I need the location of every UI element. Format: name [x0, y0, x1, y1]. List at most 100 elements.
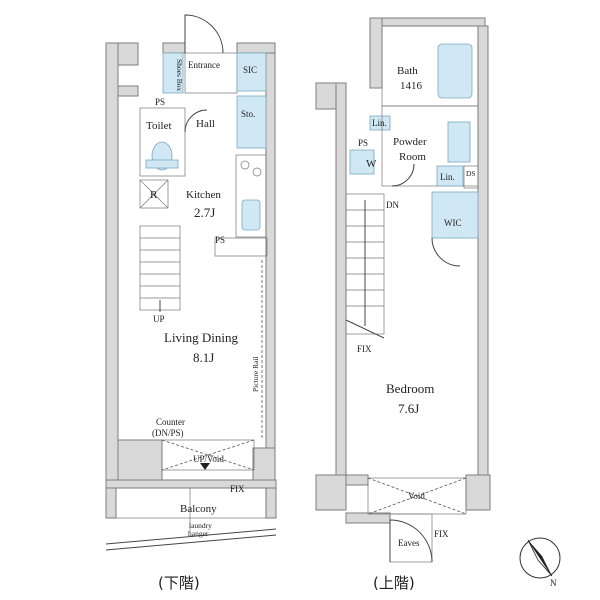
kitchen-ps-label: PS	[215, 235, 225, 245]
wall	[265, 487, 277, 519]
picture-rail-label: Picture Rail	[251, 356, 260, 392]
sto-label: Sto.	[241, 109, 255, 119]
refrigerator-label: R	[150, 189, 158, 201]
bath-size: 1416	[400, 80, 423, 92]
entrance-door	[184, 14, 224, 54]
lower-floor: Shoes Box Entrance SIC PS Toilet Hall St…	[105, 14, 277, 592]
powder-sink	[447, 121, 471, 163]
left-wall	[105, 42, 119, 489]
linen-closet	[369, 115, 391, 131]
balcony-rail	[105, 534, 277, 551]
ps-label: PS	[155, 97, 165, 107]
wall	[465, 474, 491, 511]
lin-label: Lin.	[372, 118, 387, 128]
ds-duct	[463, 165, 479, 189]
wic-label: WIC	[444, 218, 462, 228]
compass-north-label: N	[550, 578, 557, 588]
hanger-label: hanger	[188, 529, 209, 538]
bedroom-size: 7.6J	[398, 401, 419, 416]
hall-door	[184, 109, 208, 133]
powder-room	[381, 105, 479, 187]
up-label: UP	[153, 314, 165, 324]
wall	[369, 17, 486, 27]
lower-floor-caption: (下階)	[158, 574, 200, 592]
wall	[315, 474, 347, 511]
fix-eaves-label: FIX	[434, 529, 449, 539]
ps-label: PS	[358, 138, 368, 148]
stairs-lower	[139, 225, 181, 312]
kitchen-ps	[214, 237, 268, 257]
upper-floor-caption: (上階)	[373, 574, 415, 592]
wall	[315, 82, 339, 110]
toilet-tank	[145, 159, 179, 169]
refrigerator	[139, 179, 169, 209]
stairs-upper	[345, 193, 385, 339]
right-wall	[265, 52, 276, 449]
upper-floor: Bath 1416 Lin. PS Powder Room W Lin. DS …	[315, 17, 491, 592]
eaves-label: Eaves	[398, 538, 420, 548]
shoes-box	[162, 52, 184, 94]
wic-door	[431, 237, 461, 267]
entrance-label: Entrance	[188, 60, 220, 70]
wall	[345, 474, 369, 486]
up-void-label: UP/Void	[193, 454, 224, 464]
washer-label: W	[366, 158, 377, 170]
kitchen-label: Kitchen	[186, 189, 221, 201]
sic-closet	[236, 52, 267, 92]
left-wall	[335, 82, 347, 484]
shoes-box-label: Shoes Box	[175, 59, 184, 92]
wall	[369, 17, 383, 89]
kitchen-counter	[235, 154, 267, 238]
toilet-room	[139, 107, 186, 177]
powder-label: Powder	[393, 136, 427, 148]
wall	[117, 439, 163, 481]
wall	[345, 512, 391, 524]
wic-closet	[431, 191, 479, 239]
kitchen-size: 2.7J	[194, 205, 215, 220]
counter-label: Counter	[156, 417, 185, 427]
refrigerator-mark	[139, 179, 169, 209]
living-size: 8.1J	[193, 350, 214, 365]
washer	[349, 149, 375, 175]
up-arrow-icon	[200, 463, 210, 470]
bedroom-label: Bedroom	[386, 381, 434, 396]
wall	[105, 487, 117, 519]
fix-stair-label: FIX	[357, 344, 372, 354]
bath-label: Bath	[397, 65, 418, 77]
ds-label: DS	[466, 169, 476, 178]
eaves-door	[389, 519, 433, 563]
wall	[252, 447, 276, 481]
toilet-label: Toilet	[146, 120, 172, 132]
bathtub	[437, 43, 473, 99]
entrance-area	[184, 52, 238, 94]
void-cross	[367, 477, 467, 515]
dn-label: DN	[386, 200, 399, 210]
living-label: Living Dining	[164, 330, 239, 345]
right-wall	[477, 25, 489, 482]
linen-closet-2	[436, 165, 464, 187]
void-cross	[161, 439, 255, 471]
wall	[162, 42, 186, 54]
powder-room-label: Room	[399, 151, 426, 163]
storage-closet	[236, 95, 267, 149]
fix-label: FIX	[230, 484, 245, 494]
balcony-area	[115, 487, 267, 519]
hall-label: Hall	[196, 118, 215, 130]
void-label: Void	[408, 491, 425, 501]
balcony-rail	[105, 528, 277, 545]
balcony-label: Balcony	[180, 503, 217, 515]
counter-note: (DN/PS)	[152, 428, 184, 438]
lin-label-2: Lin.	[440, 172, 455, 182]
wall	[236, 42, 276, 54]
wall	[117, 85, 139, 97]
powder-door	[391, 163, 415, 187]
sic-label: SIC	[243, 65, 257, 75]
void-opening	[161, 439, 255, 471]
stove-burner	[240, 160, 250, 170]
compass-icon: N	[519, 537, 561, 588]
laundry-label: laundry	[189, 521, 212, 530]
wall	[105, 479, 277, 489]
stove-burner	[252, 167, 262, 177]
kitchen-sink	[241, 199, 261, 231]
